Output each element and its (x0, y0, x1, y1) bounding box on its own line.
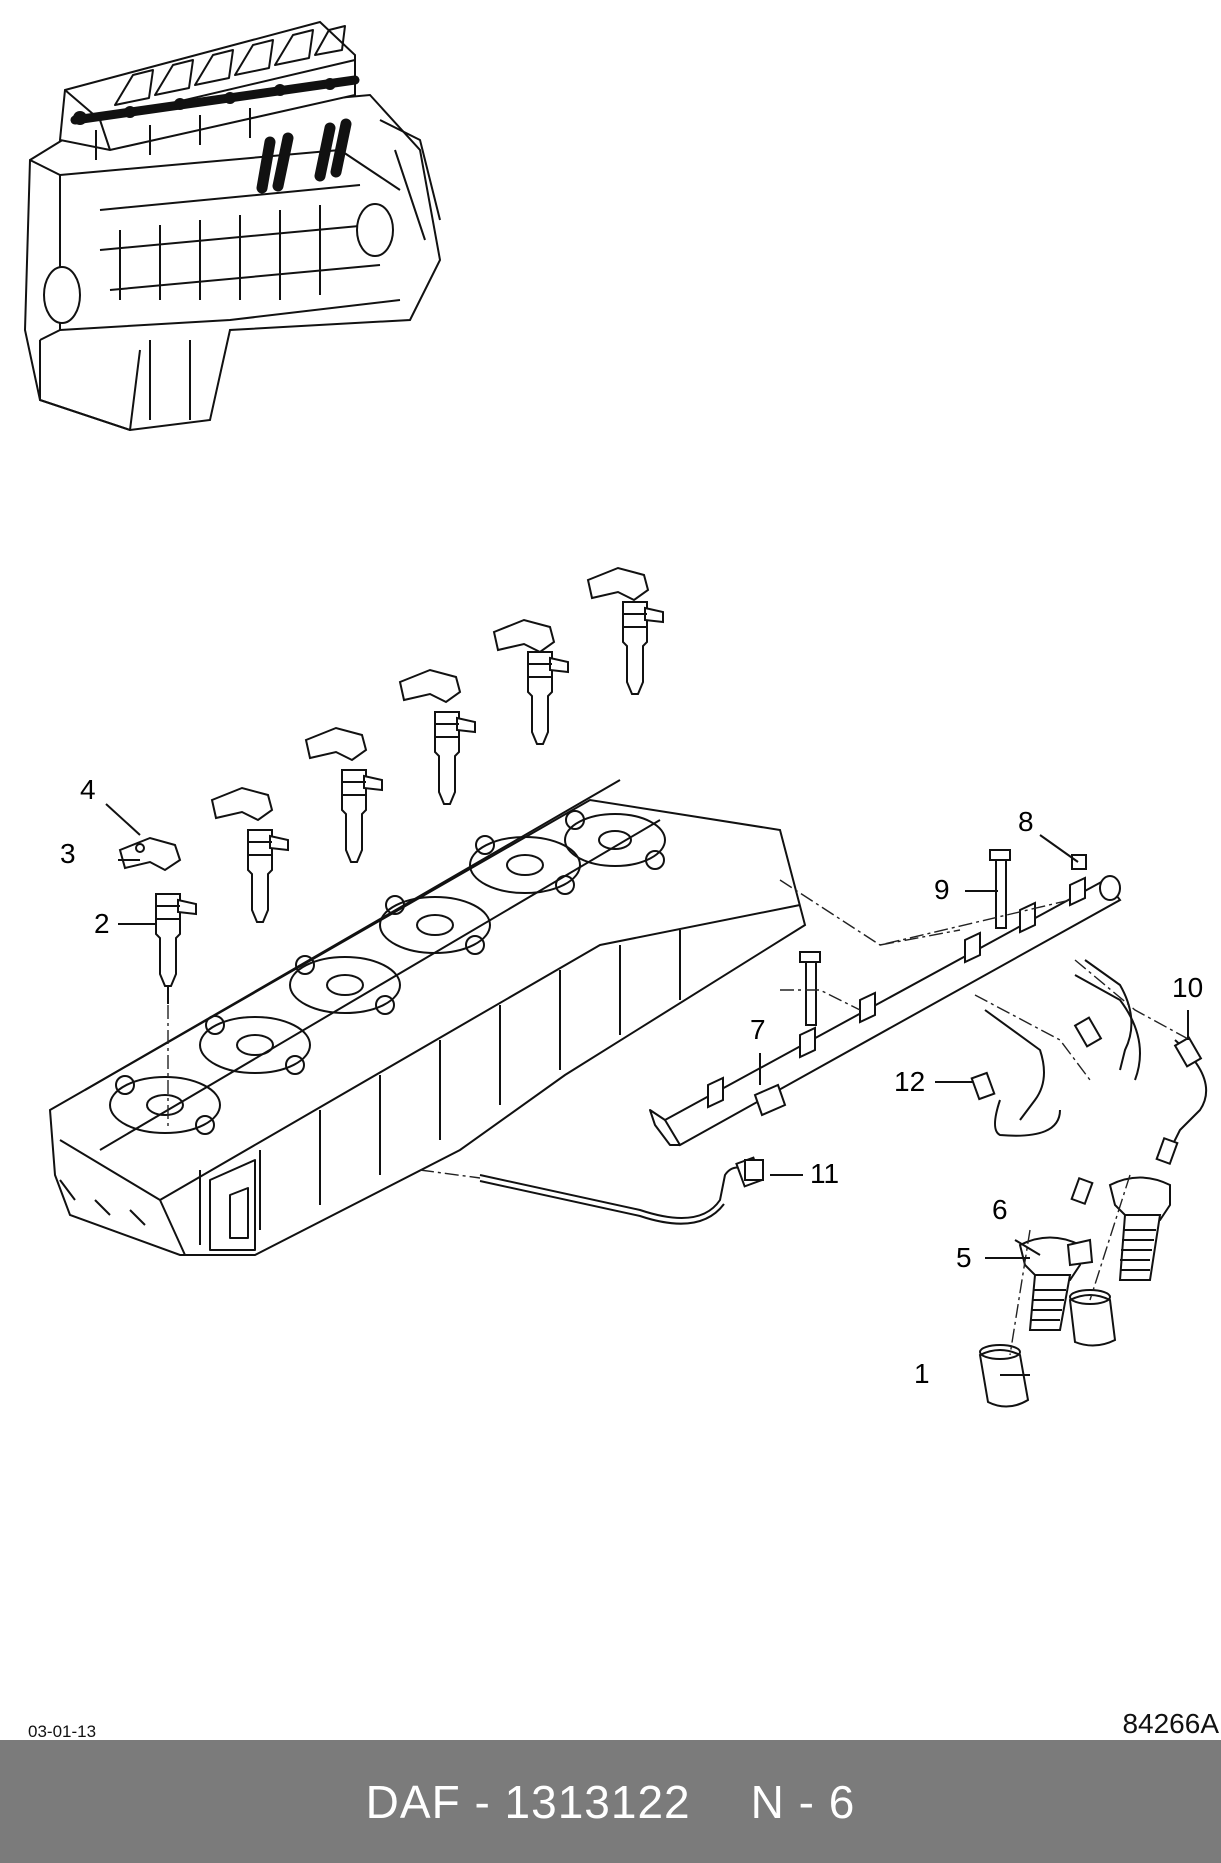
drawing-number: 84266A (1122, 1708, 1219, 1739)
callout-10: 10 (1172, 972, 1204, 1003)
footer-bar: DAF - 1313122 N - 6 (0, 1740, 1221, 1863)
engine-overview-illustration (23, 20, 442, 432)
callout-6: 6 (992, 1194, 1008, 1225)
callout-5: 5 (956, 1242, 972, 1273)
injectors-illustration (155, 601, 664, 1004)
callout-9: 9 (934, 874, 950, 905)
injector-clamps-illustration (118, 566, 650, 872)
callout-4: 4 (80, 774, 96, 805)
callout-1: 1 (914, 1358, 930, 1389)
leader-lines (105, 803, 1189, 1376)
part-reference: DAF - 1313122 (365, 1775, 691, 1828)
callout-7: 7 (750, 1014, 766, 1045)
exploded-parts-diagram (23, 20, 1208, 1408)
high-pressure-pipes-illustration (479, 959, 1208, 1225)
callout-3: 3 (60, 838, 76, 869)
cylinder-head-illustration (48, 779, 807, 1256)
callout-12: 12 (894, 1066, 926, 1097)
page-reference: N - 6 (750, 1775, 856, 1828)
date-code: 03-01-13 (28, 1722, 97, 1741)
callout-8: 8 (1018, 806, 1034, 837)
callout-11: 11 (810, 1158, 840, 1189)
callout-2: 2 (94, 908, 110, 939)
fuel-rail-illustration (649, 849, 1122, 1147)
assembly-centerlines (167, 879, 1191, 1356)
unit-pumps-illustration (978, 1176, 1171, 1408)
